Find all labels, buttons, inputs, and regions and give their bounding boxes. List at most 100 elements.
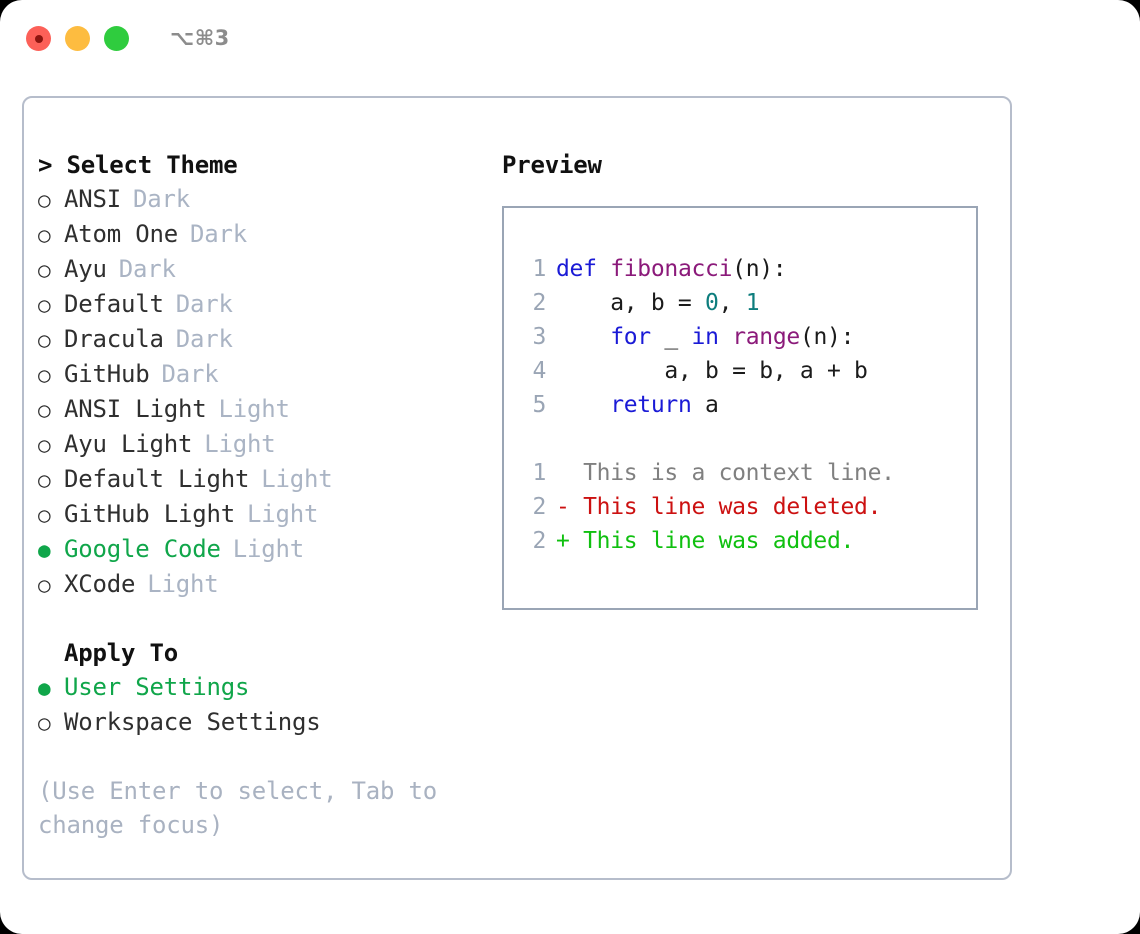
keyboard-hint-text: (Use Enter to select, Tab to change focu… — [38, 777, 437, 839]
diff-line-del: 2- This line was deleted. — [522, 490, 976, 524]
theme-option-variant: Light — [261, 465, 333, 493]
code-line: 1 def fibonacci(n): — [522, 252, 976, 286]
apply-to-option-label: User Settings — [64, 673, 250, 701]
theme-option-variant: Light — [232, 535, 304, 563]
code-token-kw: def — [556, 256, 611, 282]
minimize-button[interactable] — [65, 26, 90, 51]
theme-option-ansi-light[interactable]: ○ ANSI Light Light — [38, 392, 478, 427]
code-token-txt — [719, 320, 733, 354]
radio-unselected-icon: ○ — [38, 503, 51, 527]
radio-unselected-icon: ○ — [38, 573, 51, 597]
code-token-txt: (n): — [799, 324, 855, 350]
line-number: 3 — [532, 324, 546, 350]
theme-option-variant: Light — [247, 500, 319, 528]
code-token-txt: (n): — [732, 256, 787, 282]
theme-option-label: ANSI Light — [64, 395, 207, 423]
traffic-light-buttons — [26, 26, 129, 51]
radio-selected-icon: ● — [38, 538, 51, 562]
line-number: 1 — [532, 256, 546, 282]
radio-unselected-icon: ○ — [38, 398, 51, 422]
code-token-fn: fibonacci — [610, 256, 733, 282]
line-number: 5 — [532, 392, 546, 418]
radio-unselected-icon: ○ — [38, 293, 51, 317]
code-token-txt: a, b = — [556, 290, 706, 316]
diff-line-add: 2 + This line was added. — [522, 524, 976, 558]
diff-sample: 1 This is a context line. 2- This line wa… — [522, 456, 976, 558]
theme-option-default-light[interactable]: ○ Default Light Light — [38, 462, 478, 497]
preview-heading: Preview — [502, 151, 602, 179]
theme-option-variant: Light — [218, 395, 290, 423]
code-line: 3 for _ in range(n): — [522, 320, 976, 354]
line-number: 2 — [532, 528, 546, 554]
radio-unselected-icon: ○ — [38, 363, 51, 387]
theme-option-variant: Dark — [175, 290, 233, 318]
code-token-txt: a — [691, 392, 719, 418]
theme-option-label: GitHub — [64, 360, 150, 388]
line-number: 1 — [532, 460, 546, 486]
theme-option-label: ANSI — [64, 185, 121, 213]
code-line: 2 a, b = 0, 1 — [522, 286, 976, 320]
radio-unselected-icon: ○ — [38, 468, 51, 492]
radio-unselected-icon: ○ — [38, 328, 51, 352]
line-number: 4 — [532, 358, 546, 384]
code-token-kw: in — [691, 324, 719, 350]
theme-option-label: Ayu Light — [64, 430, 193, 458]
code-token-txt: , — [718, 290, 746, 316]
radio-unselected-icon: ○ — [38, 223, 51, 247]
radio-selected-icon: ● — [38, 676, 51, 700]
theme-option-variant: Dark — [133, 185, 190, 213]
keyboard-shortcut-label: ⌥⌘3 — [170, 26, 230, 50]
code-token-kw: for — [610, 324, 651, 350]
apply-to-option-label: Workspace Settings — [64, 708, 321, 736]
code-token-fn: range — [732, 324, 800, 350]
theme-option-variant: Dark — [190, 220, 247, 248]
code-line: 5 return a — [522, 388, 976, 422]
code-token-num: 0 — [705, 290, 719, 316]
apply-to-option-workspace-settings[interactable]: ○ Workspace Settings — [38, 705, 478, 740]
diff-marker: + — [556, 528, 584, 554]
code-token-num: 1 — [745, 290, 760, 316]
select-theme-heading: > Select Theme — [38, 151, 238, 179]
code-diff-gap — [522, 422, 976, 456]
radio-unselected-icon: ○ — [38, 188, 51, 212]
theme-option-variant: Dark — [175, 325, 233, 353]
apply-to-heading: Apply To — [64, 639, 178, 667]
title-bar: ⌥⌘3 — [0, 0, 1140, 78]
radio-unselected-icon: ○ — [38, 711, 51, 735]
code-token-kw: return — [610, 392, 692, 418]
diff-marker: - — [556, 494, 584, 520]
zoom-button[interactable] — [104, 26, 129, 51]
apply-to-option-user-settings[interactable]: ● User Settings — [38, 670, 478, 705]
theme-option-label: Dracula — [64, 325, 164, 353]
theme-option-xcode[interactable]: ○ XCode Light — [38, 567, 478, 602]
close-button[interactable] — [26, 26, 51, 51]
theme-option-dracula[interactable]: ○ Dracula Dark — [38, 322, 478, 357]
theme-option-variant: Light — [204, 430, 276, 458]
theme-option-ansi[interactable]: ○ ANSI Dark — [38, 182, 478, 217]
diff-text: This line was added. — [583, 528, 855, 554]
code-token-txt: a, b = b, a + b — [556, 358, 868, 384]
theme-option-github[interactable]: ○ GitHub Dark — [38, 357, 478, 392]
code-token-txt — [556, 320, 610, 354]
list-spacer — [38, 602, 478, 636]
theme-option-label: Default Light — [64, 465, 250, 493]
theme-option-variant: Dark — [118, 255, 176, 283]
line-number: 2 — [532, 494, 546, 520]
apply-to-option-list[interactable]: ● User Settings ○ Workspace Settings — [38, 670, 478, 740]
diff-text: This is a context line. — [583, 460, 895, 486]
theme-option-label: XCode — [64, 570, 136, 598]
theme-option-variant: Light — [147, 570, 219, 598]
theme-option-variant: Dark — [161, 360, 219, 388]
code-token-txt: _ — [650, 324, 692, 350]
